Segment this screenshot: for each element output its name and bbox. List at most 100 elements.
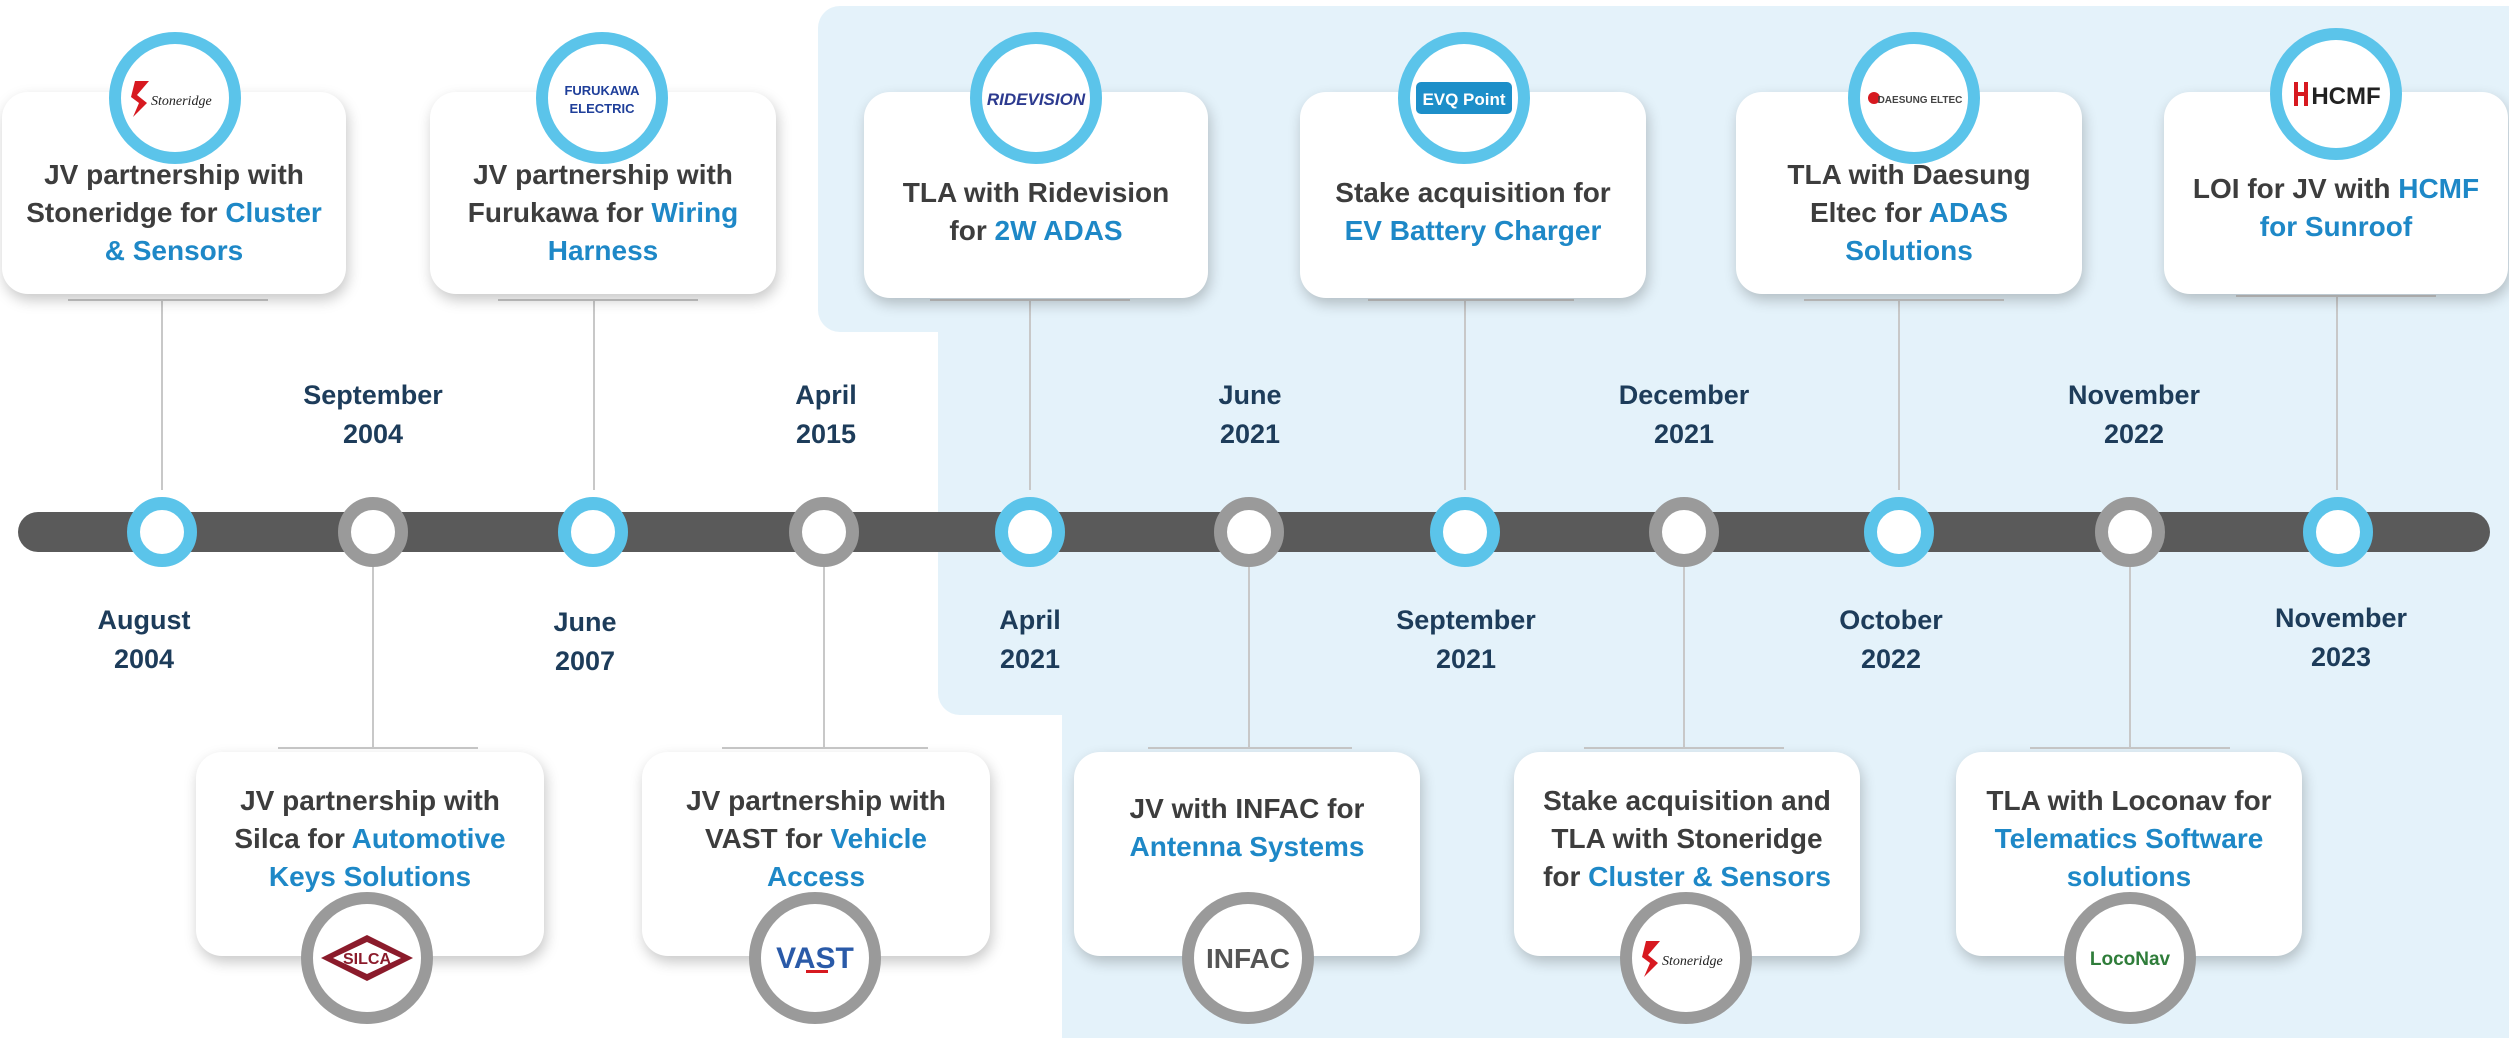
timeline-node	[127, 497, 197, 567]
event-date: April 2015	[706, 376, 946, 454]
connector-line	[1683, 567, 1685, 747]
svg-text:LocoNav: LocoNav	[2090, 949, 2171, 970]
vast-logo-icon: VAST	[770, 936, 860, 980]
event-text: JV partnership with Silca for	[234, 785, 500, 854]
svg-text:INFAC: INFAC	[1206, 943, 1290, 974]
svg-text:SILCA: SILCA	[343, 951, 391, 968]
event-highlight: HCMF for Sunroof	[2259, 173, 2480, 242]
event-text: LOI for JV with	[2192, 173, 2399, 204]
event-text: JV partnership with Stoneridge for	[26, 159, 304, 228]
event-date: September 2021	[1346, 601, 1586, 679]
event-text: TLA with Ridevision for	[902, 177, 1170, 246]
timeline-node	[2095, 497, 2165, 567]
card-underline	[2236, 295, 2436, 297]
connector-line	[2336, 296, 2338, 490]
card-underline	[1148, 747, 1352, 749]
date-year: 2022	[1860, 644, 1922, 674]
event-date: September 2004	[253, 376, 493, 454]
event-text: JV partnership with Furukawa for	[467, 159, 733, 228]
timeline-node	[1214, 497, 1284, 567]
company-logo-badge: VAST	[749, 892, 881, 1024]
silca-logo-icon: SILCA	[317, 931, 417, 985]
svg-text:HCMF: HCMF	[2311, 83, 2380, 110]
stoneridge-logo-icon: Stoneridge	[125, 73, 225, 123]
card-underline	[1368, 299, 1574, 301]
company-logo-badge: Stoneridge	[109, 32, 241, 164]
event-highlight: ADAS Solutions	[1845, 197, 2009, 266]
connector-line	[2129, 567, 2131, 747]
date-month: November	[2274, 603, 2408, 633]
connector-line	[823, 567, 825, 747]
event-text: Stake acquisition and TLA with Stoneridg…	[1543, 785, 1831, 892]
date-month: September	[303, 380, 443, 410]
evq-point-logo-icon: EVQ Point	[1414, 76, 1514, 120]
event-card: JV partnership with VAST for Vehicle Acc…	[642, 752, 990, 956]
company-logo-badge: DAESUNG ELTEC	[1848, 32, 1980, 164]
event-highlight: 2W ADAS	[994, 215, 1123, 246]
event-card: TLA with Daesung Eltec for ADAS Solution…	[1736, 92, 2082, 294]
event-text: TLA with Daesung Eltec for	[1787, 159, 2031, 228]
date-year: 2004	[342, 419, 404, 449]
event-highlight: Automotive Keys Solutions	[268, 823, 506, 892]
card-underline	[722, 747, 928, 749]
timeline-node	[1430, 497, 1500, 567]
connector-line	[1898, 300, 1900, 490]
event-date: June 2007	[465, 603, 705, 681]
date-year: 2007	[554, 646, 616, 676]
date-year: 2022	[2103, 419, 2165, 449]
card-underline	[930, 299, 1130, 301]
date-month: August	[97, 605, 191, 635]
connector-line	[1248, 567, 1250, 747]
event-highlight: Telematics Software solutions	[1994, 823, 2264, 892]
event-text: Stake acquisition for	[1335, 177, 1611, 208]
event-date: April 2021	[910, 601, 1150, 679]
event-text: JV with INFAC for	[1129, 793, 1365, 824]
card-underline	[498, 299, 698, 301]
event-date: August 2004	[24, 601, 264, 679]
date-month: June	[1218, 380, 1282, 410]
timeline-node	[338, 497, 408, 567]
svg-text:Stoneridge: Stoneridge	[1662, 954, 1723, 969]
svg-text:RIDEVISION: RIDEVISION	[987, 90, 1086, 109]
date-month: April	[795, 380, 857, 410]
connector-line	[1029, 300, 1031, 490]
card-underline	[1804, 299, 2004, 301]
event-date: November 2023	[2221, 599, 2461, 677]
timeline-node	[558, 497, 628, 567]
card-underline	[68, 299, 268, 301]
connector-line	[1464, 300, 1466, 490]
connector-line	[593, 300, 595, 490]
company-logo-badge: Stoneridge	[1620, 892, 1752, 1024]
connector-line	[372, 567, 374, 747]
stoneridge-logo-icon: Stoneridge	[1636, 933, 1736, 983]
company-logo-badge: HCMF	[2270, 28, 2402, 160]
event-highlight: Cluster & Sensors	[1588, 861, 1831, 892]
hcmf-logo-icon: HCMF	[2286, 74, 2386, 114]
date-month: April	[999, 605, 1061, 635]
timeline-node	[2303, 497, 2373, 567]
infac-logo-icon: INFAC	[1198, 936, 1298, 980]
date-month: September	[1396, 605, 1536, 635]
connector-line	[161, 300, 163, 490]
card-underline	[1584, 747, 1784, 749]
event-text: JV partnership with VAST for	[686, 785, 946, 854]
svg-text:Stoneridge: Stoneridge	[151, 94, 212, 109]
recent-period-background-mid	[938, 300, 2509, 715]
event-text: TLA with Loconav for	[1986, 785, 2272, 816]
svg-text:FURUKAWA: FURUKAWA	[564, 83, 640, 98]
company-logo-badge: SILCA	[301, 892, 433, 1024]
card-underline	[278, 747, 478, 749]
svg-text:VAST: VAST	[776, 942, 854, 975]
timeline-node	[1649, 497, 1719, 567]
event-card: LOI for JV with HCMF for Sunroof	[2164, 92, 2508, 294]
event-date: December 2021	[1564, 376, 1804, 454]
date-year: 2021	[999, 644, 1061, 674]
company-logo-badge: FURUKAWA ELECTRIC	[536, 32, 668, 164]
date-year: 2023	[2310, 642, 2372, 672]
event-highlight: Antenna Systems	[1129, 831, 1365, 862]
event-highlight: Cluster & Sensors	[104, 197, 322, 266]
svg-text:DAESUNG ELTEC: DAESUNG ELTEC	[1878, 95, 1963, 106]
furukawa-logo-icon: FURUKAWA ELECTRIC	[554, 73, 650, 123]
card-underline	[2030, 747, 2230, 749]
date-year: 2021	[1435, 644, 1497, 674]
